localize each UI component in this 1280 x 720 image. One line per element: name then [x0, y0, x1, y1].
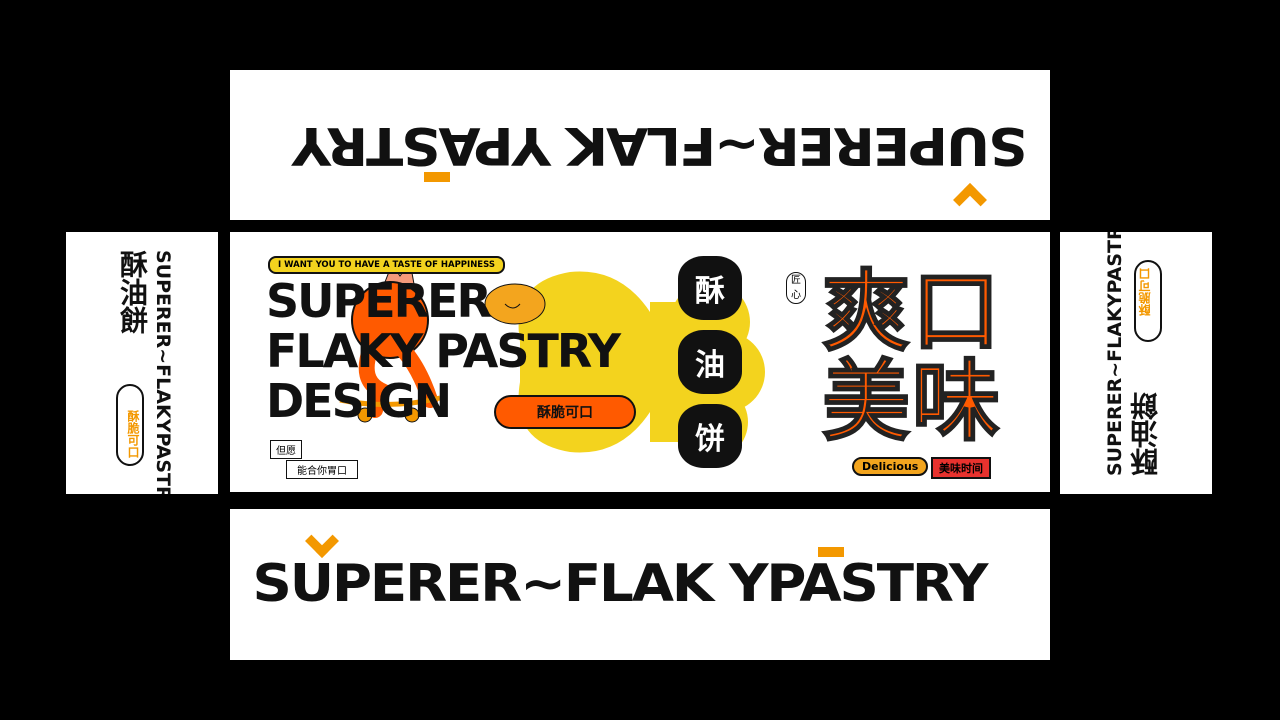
chevron-accent-icon: [953, 183, 987, 217]
badge-crispy-label: 酥脆可口: [537, 405, 593, 421]
pill-delicious: Delicious: [852, 457, 929, 476]
headline-line-1: SUPERER: [266, 274, 492, 328]
wordmark: SUPERER~FLAK YPASTRY: [293, 115, 1028, 175]
badge-crispy: 酥脆可口: [494, 395, 636, 429]
front-panel: I WANT YOU TO HAVE A TASTE OF HAPPINESS …: [230, 232, 1050, 492]
side-badge: 酥脆可口: [1134, 260, 1162, 342]
mascot-pastry-cloud: [484, 283, 546, 325]
wish-line-1: 但愿: [270, 440, 302, 459]
left-side-panel: SUPERER~FLAKYPASTRY 酥油餅 酥脆可口: [66, 232, 218, 494]
headline-line-2: FLAKY PASTRY: [266, 324, 621, 378]
chevron-accent-icon: [305, 524, 339, 558]
top-flap: SUPERER~FLAK YPASTRY: [230, 70, 1050, 220]
seal-char: 匠: [791, 275, 801, 286]
big-char-2: 口: [911, 260, 1001, 363]
wish-line-2: 能合你胃口: [286, 460, 358, 479]
big-char-1: 爽: [821, 260, 911, 363]
accent-bar: [818, 547, 844, 557]
side-wordmark: SUPERER~FLAKYPASTRY: [152, 250, 174, 494]
seal-char: 心: [791, 290, 801, 301]
blob-char-2: 油: [678, 330, 742, 394]
side-badge: 酥脆可口: [116, 384, 144, 466]
bottom-flap: SUPERER~FLAK YPASTRY: [230, 509, 1050, 660]
big-char-4: 味: [911, 350, 1001, 453]
right-side-panel: SUPERER~FLAKYPASTRY 酥油餅 酥脆可口: [1060, 232, 1212, 494]
tag-time: 美味时间: [931, 457, 991, 479]
side-wordmark: SUPERER~FLAKYPASTRY: [1104, 232, 1126, 476]
side-product-name: 酥油餅: [116, 250, 149, 334]
tagline: I WANT YOU TO HAVE A TASTE OF HAPPINESS: [268, 256, 505, 274]
wordmark: SUPERER~FLAK YPASTRY: [252, 554, 989, 614]
blob-char-3: 饼: [678, 404, 742, 468]
seal-craft: 匠心: [786, 272, 806, 304]
side-product-name: 酥油餅: [1129, 392, 1162, 476]
big-char-3: 美: [821, 350, 911, 453]
headline-line-3: DESIGN: [266, 374, 452, 428]
mascot-orange-skater: [339, 260, 441, 423]
blob-char-1: 酥: [678, 256, 742, 320]
